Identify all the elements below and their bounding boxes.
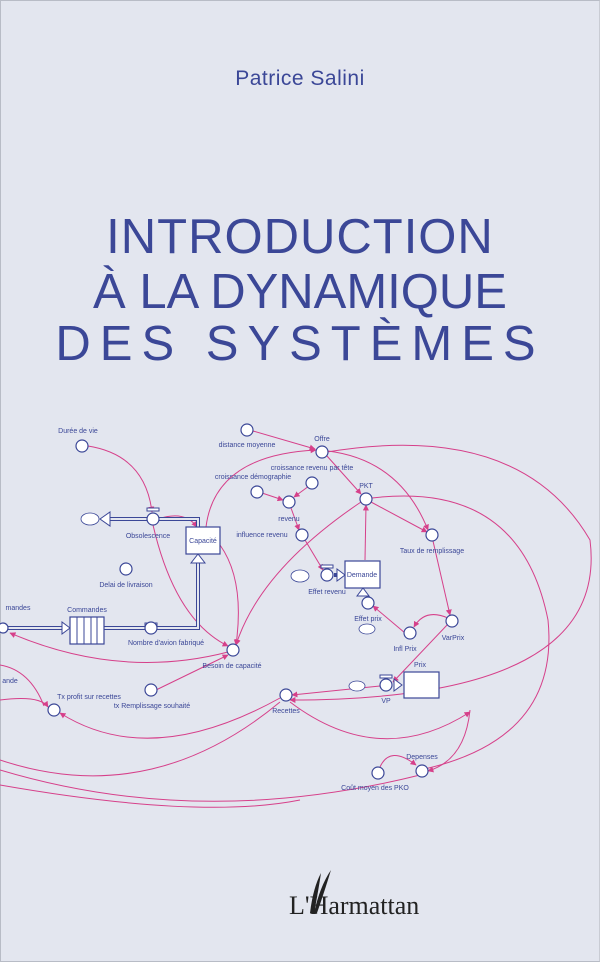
stock-capacite	[185, 526, 221, 555]
label-distance-moyenne: distance moyenne	[219, 442, 276, 449]
label-varprix: VarPrix	[442, 635, 465, 642]
system-dynamics-diagram: Durée de vie distance moyenne Offre croi…	[0, 423, 592, 808]
label-vp: VP	[381, 698, 391, 705]
label-recettes: Recettes	[272, 708, 300, 715]
label-infl-prix: Infl Prix	[393, 646, 417, 653]
label-prix: Prix	[414, 662, 427, 669]
author-name: Patrice Salini	[235, 67, 365, 90]
stock-prix	[403, 671, 440, 699]
label-tx-remplissage: tx Remplissage souhaité	[114, 703, 190, 710]
label-nombre-avion: Nombre d'avion fabriqué	[128, 640, 204, 647]
causal-links	[0, 430, 592, 808]
label-delai: Delai de livraison	[99, 582, 152, 589]
stock-commandes	[69, 616, 105, 645]
publisher-logo: L'Harmattan	[289, 891, 420, 920]
label-croissance-demographie: croissance démographie	[215, 474, 291, 481]
flow-pipes	[4, 511, 403, 692]
label-taux-remplissage: Taux de remplissage	[400, 548, 464, 555]
label-mandes: mandes	[6, 605, 31, 612]
auxiliary-nodes	[0, 423, 459, 780]
label-influence-revenu: influence revenu	[236, 532, 287, 539]
label-cout-moyen: Coût moyen des PKO	[341, 785, 409, 792]
label-ande: ande	[2, 678, 18, 685]
label-duree-de-vie: Durée de vie	[58, 428, 98, 435]
label-effet-prix: Effet prix	[354, 616, 382, 623]
cloud-icons	[80, 512, 376, 692]
label-capacite: Capacité	[189, 538, 217, 545]
label-effet-revenu: Effet revenu	[308, 589, 346, 596]
label-commandes: Commandes	[67, 607, 107, 614]
stock-demande	[344, 560, 381, 589]
label-besoin-capacite: Besoin de capacité	[202, 663, 261, 670]
title-line-3: DES SYSTÈMES	[55, 317, 545, 371]
label-depenses: Depenses	[406, 754, 438, 761]
title-line-2: À LA DYNAMIQUE	[93, 265, 507, 319]
label-croissance-revenu: croissance revenu par tête	[271, 465, 354, 472]
publisher-feather-icon	[310, 870, 331, 913]
label-demande: Demande	[347, 572, 377, 579]
title-line-1: INTRODUCTION	[106, 210, 494, 264]
label-obsolescence: Obsolescence	[126, 533, 170, 540]
label-pkt: PKT	[359, 483, 373, 490]
label-offre: Offre	[314, 436, 330, 443]
label-tx-profit: Tx profit sur recettes	[57, 694, 121, 701]
label-revenu: revenu	[278, 516, 300, 523]
